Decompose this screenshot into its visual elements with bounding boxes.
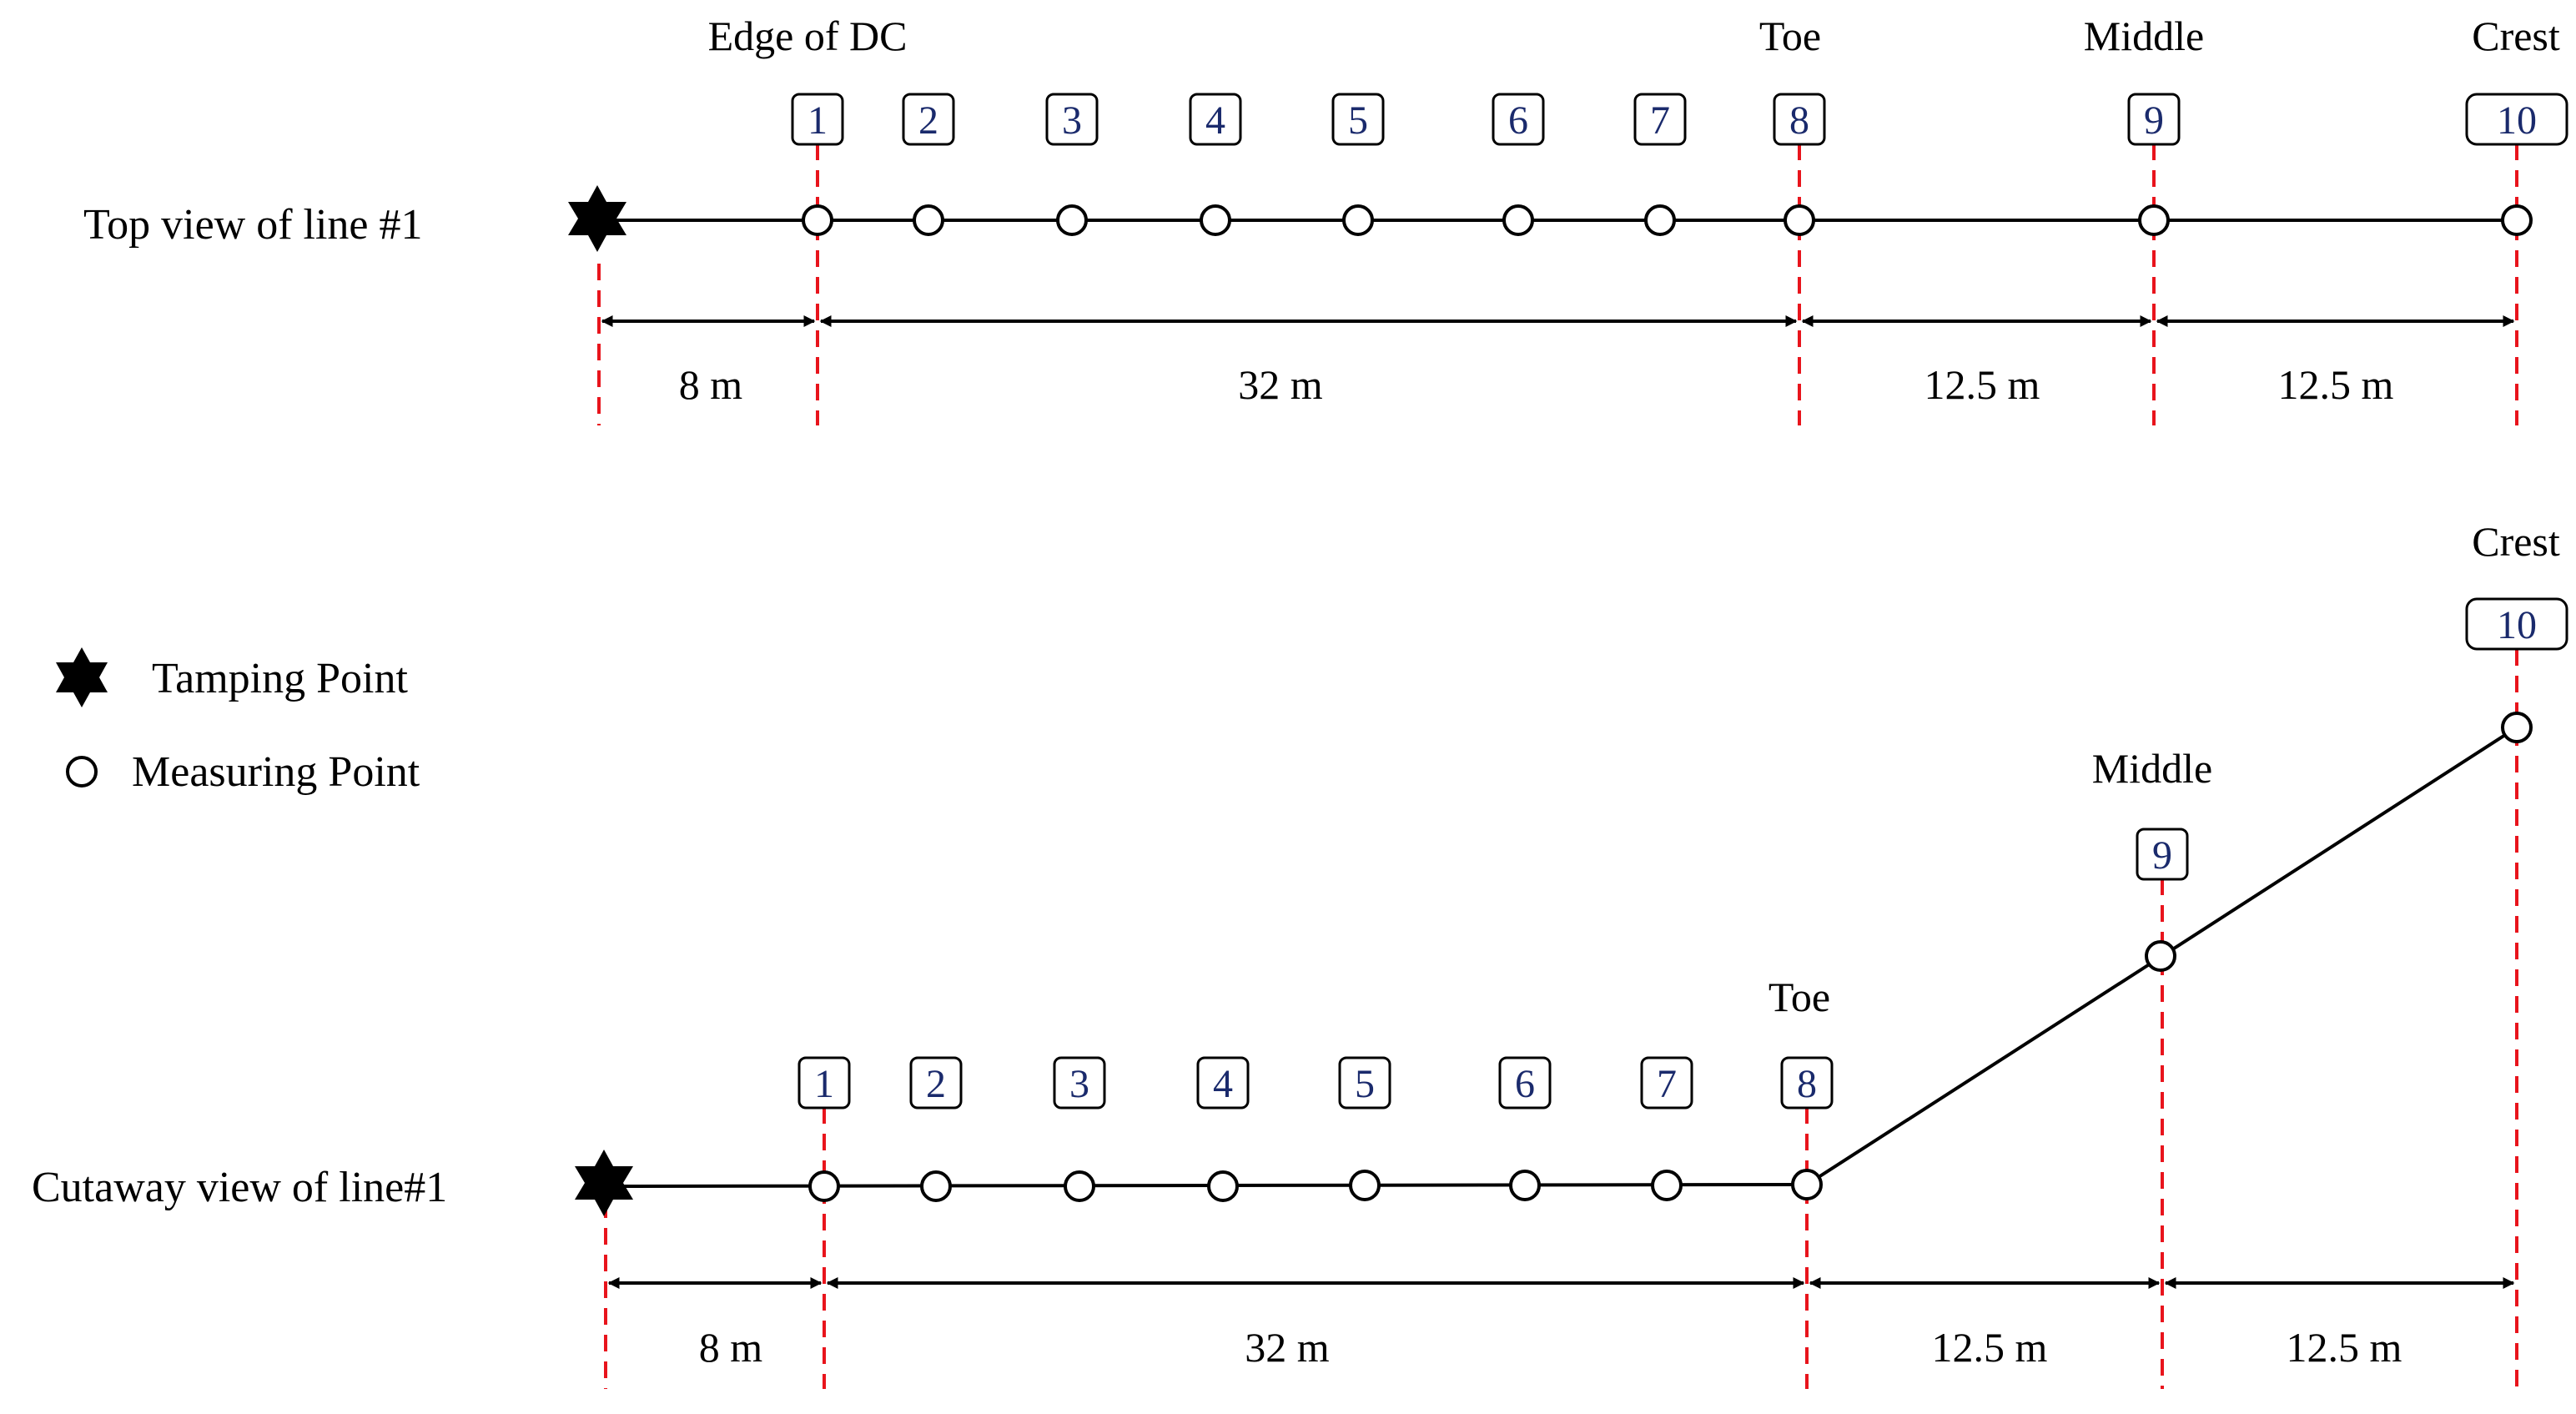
cutaway-vertical-markers [604, 649, 2518, 1389]
cut-distance-label-2: 32 m [1245, 1324, 1330, 1371]
point-box-6 [1492, 93, 1545, 146]
point-label-7: 7 [1650, 98, 1670, 143]
point-label-8: 8 [1789, 98, 1809, 143]
point-box-10 [2465, 93, 2568, 146]
cut-point-box-7 [1640, 1056, 1693, 1110]
top-view-title: Top view of line #1 [83, 201, 423, 249]
measuring-point-7 [1644, 204, 1676, 236]
point-box-2 [902, 93, 955, 146]
measuring-point-9 [2138, 204, 2170, 236]
top-view: Top view of line #1 Edge of DC Toe Middl… [83, 13, 2568, 425]
cut-measuring-point-8 [1791, 1169, 1823, 1200]
legend: Tamping Point Measuring Point [56, 647, 420, 796]
distance-label-1: 8 m [679, 361, 743, 408]
point-label-4: 4 [1205, 98, 1225, 143]
cut-measuring-point-10 [2501, 712, 2533, 743]
cut-point-box-10 [2465, 597, 2568, 651]
cut-measuring-point-7 [1651, 1170, 1683, 1201]
distance-label-2: 32 m [1238, 361, 1323, 408]
distance-label-3: 12.5 m [1924, 361, 2040, 408]
cut-point-label-6: 6 [1515, 1062, 1535, 1106]
circle-icon [66, 756, 98, 788]
cutaway-point-boxes: 1 2 3 4 5 6 7 8 9 10 [797, 597, 2568, 1110]
point-label-5: 5 [1348, 98, 1368, 143]
distance-label-4: 12.5 m [2278, 361, 2394, 408]
cut-distance-label-1: 8 m [699, 1324, 763, 1371]
point-box-4 [1189, 93, 1242, 146]
top-measuring-points [802, 204, 2533, 236]
star-icon [56, 647, 108, 707]
cut-point-label-9: 9 [2152, 833, 2172, 878]
point-box-9 [2127, 93, 2181, 146]
top-point-boxes: 1 2 3 4 5 6 7 8 9 10 [791, 93, 2568, 146]
cut-point-box-8 [1780, 1056, 1834, 1110]
cut-measuring-point-5 [1349, 1170, 1381, 1201]
cut-point-box-3 [1053, 1056, 1106, 1110]
measuring-point-3 [1056, 204, 1088, 236]
legend-tamping-label: Tamping Point [152, 655, 408, 702]
label-edge-of-dc: Edge of DC [708, 13, 908, 59]
point-label-9: 9 [2144, 98, 2164, 143]
measuring-point-6 [1502, 204, 1534, 236]
point-box-7 [1633, 93, 1687, 146]
label-crest-cutaway: Crest [2472, 518, 2560, 565]
cut-point-label-7: 7 [1657, 1062, 1677, 1106]
measuring-point-2 [913, 204, 944, 236]
cutaway-view-title: Cutaway view of line#1 [32, 1164, 447, 1211]
point-box-1 [791, 93, 844, 146]
cut-point-label-8: 8 [1797, 1062, 1817, 1106]
point-label-6: 6 [1508, 98, 1528, 143]
cut-measuring-point-6 [1509, 1170, 1541, 1201]
cutaway-profile-line [605, 726, 2518, 1188]
cut-point-box-2 [909, 1056, 963, 1110]
cut-point-label-5: 5 [1355, 1062, 1375, 1106]
cut-point-label-4: 4 [1213, 1062, 1233, 1106]
cut-point-box-6 [1498, 1056, 1552, 1110]
point-box-5 [1331, 93, 1385, 146]
cut-distance-label-4: 12.5 m [2287, 1324, 2402, 1371]
cutaway-measuring-points [808, 712, 2533, 1202]
measuring-point-5 [1342, 204, 1374, 236]
cut-point-label-1: 1 [814, 1062, 834, 1106]
measuring-point-8 [1784, 204, 1815, 236]
cut-distance-label-3: 12.5 m [1932, 1324, 2048, 1371]
cut-measuring-point-9 [2145, 940, 2176, 972]
cut-point-box-1 [797, 1056, 851, 1110]
point-label-1: 1 [808, 98, 828, 143]
cut-measuring-point-1 [808, 1170, 840, 1202]
cut-point-label-2: 2 [926, 1062, 946, 1106]
label-crest: Crest [2472, 13, 2560, 59]
cut-measuring-point-3 [1064, 1170, 1095, 1202]
label-toe: Toe [1759, 13, 1821, 59]
cutaway-tamping-star [575, 1150, 633, 1216]
label-middle-cutaway: Middle [2092, 745, 2212, 792]
cut-measuring-point-4 [1207, 1170, 1239, 1202]
label-toe-cutaway: Toe [1768, 974, 1830, 1020]
top-tamping-star [568, 185, 626, 252]
cutaway-view: Cutaway view of line#1 Toe Middle Crest … [32, 518, 2568, 1389]
top-vertical-markers [597, 143, 2518, 425]
point-label-10: 10 [2497, 98, 2537, 143]
point-label-2: 2 [918, 98, 938, 143]
cut-point-box-4 [1196, 1056, 1250, 1110]
cut-point-label-10: 10 [2497, 603, 2537, 647]
measuring-point-4 [1200, 204, 1231, 236]
cut-point-box-9 [2136, 828, 2189, 881]
cut-point-box-5 [1338, 1056, 1391, 1110]
point-box-3 [1045, 93, 1099, 146]
cut-point-label-3: 3 [1069, 1062, 1089, 1106]
label-middle: Middle [2084, 13, 2204, 59]
measuring-point-1 [802, 204, 833, 236]
point-box-8 [1773, 93, 1826, 146]
cut-measuring-point-2 [920, 1170, 952, 1202]
point-label-3: 3 [1062, 98, 1082, 143]
measuring-point-10 [2501, 204, 2533, 236]
legend-measuring-label: Measuring Point [132, 748, 420, 796]
